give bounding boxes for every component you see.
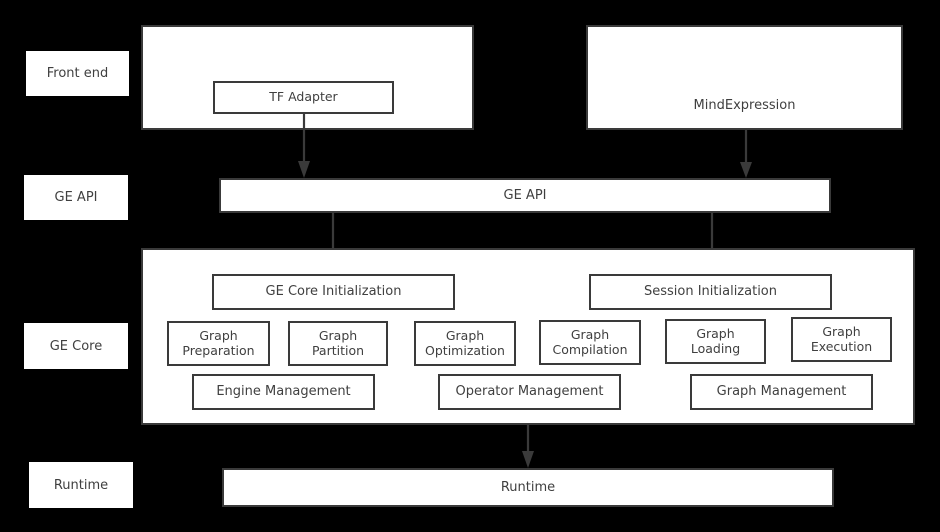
graph-preparation-box[interactable]: Graph Preparation xyxy=(167,321,270,366)
mindexpression-panel[interactable]: MindExpression xyxy=(586,25,903,130)
stage-label-runtime: Runtime xyxy=(29,462,133,508)
arrow-mindexpression-to-ge-api xyxy=(736,130,756,180)
tf-adapter-box[interactable]: TF Adapter xyxy=(213,81,394,114)
arrow-ge-core-to-runtime xyxy=(518,425,538,469)
graph-partition-box[interactable]: Graph Partition xyxy=(288,321,388,366)
stage-label-ge-api: GE API xyxy=(24,175,128,220)
operator-management-box[interactable]: Operator Management xyxy=(438,374,621,410)
ge-core-initialization-box[interactable]: GE Core Initialization xyxy=(212,274,455,310)
arrow-tf-adapter-to-ge-api xyxy=(294,113,314,179)
mindexpression-title: MindExpression xyxy=(693,98,796,113)
graph-management-box[interactable]: Graph Management xyxy=(690,374,873,410)
graph-optimization-box[interactable]: Graph Optimization xyxy=(414,321,516,366)
graph-execution-box[interactable]: Graph Execution xyxy=(791,317,892,362)
stage-label-front-end: Front end xyxy=(26,51,129,96)
graph-compilation-box[interactable]: Graph Compilation xyxy=(539,320,641,365)
stage-label-ge-core: GE Core xyxy=(24,323,128,369)
runtime-bar[interactable]: Runtime xyxy=(222,468,834,507)
session-initialization-box[interactable]: Session Initialization xyxy=(589,274,832,310)
engine-management-box[interactable]: Engine Management xyxy=(192,374,375,410)
graph-loading-box[interactable]: Graph Loading xyxy=(665,319,766,364)
ge-api-bar[interactable]: GE API xyxy=(219,178,831,213)
